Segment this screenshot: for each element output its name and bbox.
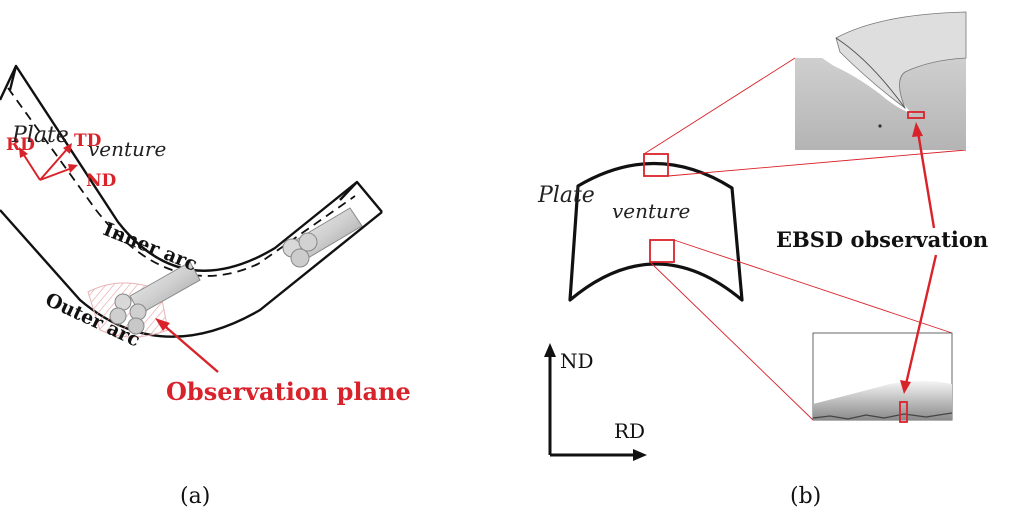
- bottom-micrograph: [812, 332, 953, 423]
- panel-b: EBSD observation ND RD Plate venture (b): [537, 11, 988, 509]
- td-label-a: TD: [74, 131, 102, 151]
- watermark-b-line2: venture: [612, 199, 690, 223]
- bottom-ebsd-marker: [899, 401, 908, 423]
- axis-triad-a: [19, 143, 78, 181]
- bottom-observation-box: [649, 239, 675, 263]
- panel-a: Inner arc Outer arc Observation plane RD…: [0, 64, 411, 509]
- observation-arrow: [155, 318, 219, 373]
- arch-section: [568, 161, 744, 302]
- top-micrograph: [795, 11, 967, 150]
- top-observation-box: [643, 153, 669, 177]
- panel-a-caption: (a): [180, 484, 210, 509]
- rd-label-a: RD: [6, 135, 35, 155]
- watermark-a-line2: venture: [88, 137, 166, 161]
- watermark-a-line1: Plate: [11, 123, 69, 148]
- observation-plane-label: Observation plane: [166, 377, 411, 406]
- ebsd-label: EBSD observation: [776, 227, 988, 252]
- watermark-a: Plate venture: [11, 123, 166, 161]
- ebsd-arrows: [900, 122, 938, 394]
- inner-arc-label: Inner arc: [100, 218, 200, 276]
- neutral-line: [7, 87, 356, 277]
- rods-bend: [109, 261, 201, 335]
- nd-label-a: ND: [86, 171, 117, 191]
- watermark-b: Plate venture: [537, 183, 690, 223]
- panel-b-caption: (b): [790, 484, 821, 509]
- watermark-b-line1: Plate: [537, 183, 595, 208]
- axis-triad-b: [544, 343, 647, 461]
- rd-label-b: RD: [614, 419, 645, 443]
- rods-end: [282, 207, 363, 268]
- connector-lines: [643, 57, 967, 421]
- top-ebsd-marker: [907, 111, 925, 119]
- nd-label-b: ND: [560, 349, 594, 373]
